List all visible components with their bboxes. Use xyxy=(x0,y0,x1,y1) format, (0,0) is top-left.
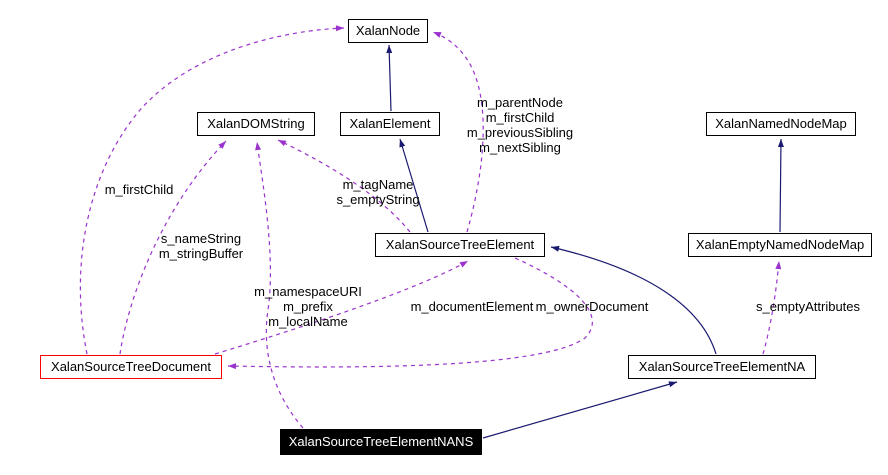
inheritance-edge-elementnans-to-elementna xyxy=(482,381,678,439)
node-xalan-dom-string[interactable]: XalanDOMString xyxy=(197,112,315,136)
node-xalan-source-tree-element-nans: XalanSourceTreeElementNANS xyxy=(280,429,482,455)
inheritance-edge-xalanelement-to-xalannode xyxy=(386,44,393,112)
usage-edge-sourcetreeelement-to-xalannode xyxy=(432,31,484,233)
usage-edge-sourcetreeelement-to-domstring xyxy=(277,139,411,233)
edge-label-element-node-members: m_parentNode m_firstChild m_previousSibl… xyxy=(466,95,574,155)
usage-edge-document-to-xalannode xyxy=(79,25,345,355)
inheritance-edge-elementna-to-sourcetreeelement xyxy=(550,245,717,355)
edge-label-firstchild: m_firstChild xyxy=(104,182,174,197)
usage-edge-document-to-domstring xyxy=(119,140,227,355)
node-xalan-node[interactable]: XalanNode xyxy=(348,19,428,43)
usage-edge-document-to-sourcetreeelement xyxy=(214,260,469,355)
edge-label-ownerdocument: m_ownerDocument xyxy=(535,299,649,314)
node-xalan-named-node-map[interactable]: XalanNamedNodeMap xyxy=(706,112,856,136)
node-xalan-source-tree-document[interactable]: XalanSourceTreeDocument xyxy=(40,355,222,379)
node-xalan-empty-named-node-map[interactable]: XalanEmptyNamedNodeMap xyxy=(688,233,872,257)
edge-label-namestring-stringbuffer: s_nameString m_stringBuffer xyxy=(158,231,244,261)
node-xalan-element[interactable]: XalanElement xyxy=(340,112,440,136)
node-xalan-source-tree-element[interactable]: XalanSourceTreeElement xyxy=(375,233,545,257)
edge-label-tagname-emptystring: m_tagName s_emptyString xyxy=(336,177,420,207)
node-xalan-source-tree-element-na[interactable]: XalanSourceTreeElementNA xyxy=(628,355,816,379)
usage-edge-sourcetreeelement-to-document xyxy=(227,257,593,370)
inheritance-edge-sourcetreeelement-to-xalanelement xyxy=(399,138,429,233)
edge-label-documentelement: m_documentElement xyxy=(410,299,534,314)
edge-label-namespace-prefix-localname: m_namespaceURI m_prefix m_localName xyxy=(254,284,362,329)
edge-label-emptyattributes: s_emptyAttributes xyxy=(755,299,861,314)
usage-edge-elementna-to-emptynamednodemap xyxy=(762,260,782,355)
inheritance-edge-emptynamednodemap-to-xalannamednodemap xyxy=(777,138,784,233)
